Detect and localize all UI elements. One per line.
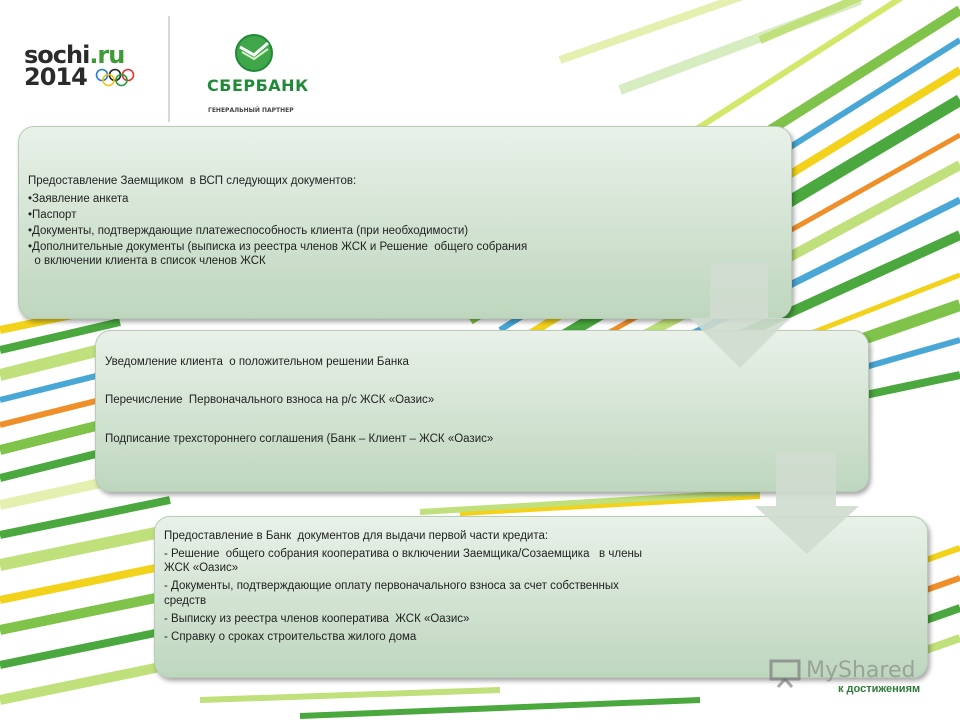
step-2-line: Перечисление Первоначального взноса на р… xyxy=(105,394,435,406)
step-3-item: - Документы, подтверждающие оплату перво… xyxy=(164,580,619,592)
step-1-item: •Заявление анкета xyxy=(28,193,129,205)
olympic-rings-icon xyxy=(95,68,135,87)
arrow-down-icon xyxy=(690,262,790,368)
step-3-item-continued: ЖСК «Оазис» xyxy=(164,562,239,574)
step-1-intro: Предоставление Заемщиком в ВСП следующих… xyxy=(28,175,357,187)
step-1-item: •Документы, подтверждающие платежеспособ… xyxy=(28,225,469,237)
step-3-item: - Решение общего собрания кооператива о … xyxy=(164,548,643,560)
sochi-logo-text: sochi xyxy=(24,41,90,69)
step-3-intro: Предоставление в Банк документов для выд… xyxy=(164,530,549,542)
sochi-logo-year: 2014 xyxy=(24,63,88,91)
step-1-box xyxy=(18,126,792,319)
sponsor-subtitle: ГЕНЕРАЛЬНЫЙ ПАРТНЕР xyxy=(208,107,294,114)
arrow-down-icon xyxy=(755,452,859,554)
step-2-line: Уведомление клиента о положительном реше… xyxy=(105,356,409,368)
logo-divider xyxy=(168,16,170,122)
sberbank-logo-icon xyxy=(235,34,273,72)
step-3-item-continued: средств xyxy=(164,595,207,607)
sponsor-name: СБЕРБАНК xyxy=(207,76,309,95)
slogan-text: к достижениям xyxy=(838,683,921,695)
step-3-item: - Справку о сроках строительства жилого … xyxy=(164,631,417,643)
step-1-item: •Дополнительные документы (выписка из ре… xyxy=(28,241,528,253)
step-3-item: - Выписку из реестра членов кооператива … xyxy=(164,613,470,625)
step-2-line: Подписание трехстороннего соглашения (Ба… xyxy=(105,433,494,445)
sochi-logo-domain: .ru xyxy=(89,41,125,69)
step-1-item-continued: о включении клиента в список членов ЖСК xyxy=(28,255,266,267)
watermark-text: MyShared xyxy=(806,658,916,683)
step-1-item: •Паспорт xyxy=(28,209,77,221)
watermark-presentation-icon xyxy=(769,659,801,688)
sochi-2014-logo: sochi.ru 2014 xyxy=(24,41,138,91)
